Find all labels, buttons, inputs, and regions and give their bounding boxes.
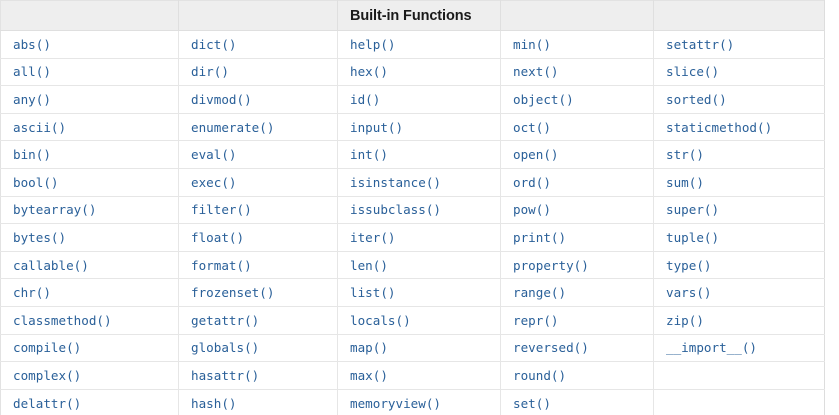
builtin-function-cell[interactable]: tuple() (653, 223, 825, 252)
builtin-function-cell[interactable]: ord() (500, 168, 654, 197)
builtin-function-cell[interactable]: exec() (178, 168, 338, 197)
builtin-function-cell[interactable]: getattr() (178, 306, 338, 335)
builtin-function-cell[interactable]: sum() (653, 168, 825, 197)
builtin-function-cell[interactable]: hash() (178, 389, 338, 415)
table-row: classmethod()getattr()locals()repr()zip(… (0, 306, 825, 335)
table-row: bytes()float()iter()print()tuple() (0, 223, 825, 252)
builtin-function-cell[interactable]: __import__() (653, 334, 825, 363)
builtin-function-cell[interactable]: range() (500, 278, 654, 307)
table-body: abs()dict()help()min()setattr()all()dir(… (0, 30, 825, 415)
builtin-function-cell[interactable]: input() (337, 113, 501, 142)
table-row: abs()dict()help()min()setattr() (0, 30, 825, 59)
table-row: bool()exec()isinstance()ord()sum() (0, 168, 825, 197)
builtin-function-cell[interactable]: all() (0, 58, 179, 87)
builtin-function-cell[interactable]: bytearray() (0, 196, 179, 225)
builtin-function-cell[interactable]: classmethod() (0, 306, 179, 335)
table-row: complex()hasattr()max()round() (0, 361, 825, 390)
builtin-function-cell[interactable]: bytes() (0, 223, 179, 252)
builtin-function-cell[interactable]: id() (337, 85, 501, 114)
builtin-function-cell[interactable]: pow() (500, 196, 654, 225)
builtin-function-cell[interactable]: open() (500, 140, 654, 169)
builtin-function-cell[interactable]: map() (337, 334, 501, 363)
builtin-function-cell[interactable]: chr() (0, 278, 179, 307)
builtin-function-cell[interactable]: iter() (337, 223, 501, 252)
builtin-function-cell[interactable]: filter() (178, 196, 338, 225)
builtin-function-cell[interactable]: sorted() (653, 85, 825, 114)
builtin-function-cell[interactable]: property() (500, 251, 654, 280)
builtin-function-cell[interactable]: object() (500, 85, 654, 114)
table-header-cell-1 (0, 0, 179, 31)
table-row: bytearray()filter()issubclass()pow()supe… (0, 196, 825, 225)
builtin-function-cell[interactable]: delattr() (0, 389, 179, 415)
builtin-function-cell[interactable]: staticmethod() (653, 113, 825, 142)
table-row: all()dir()hex()next()slice() (0, 58, 825, 87)
builtin-function-cell[interactable]: int() (337, 140, 501, 169)
builtin-function-cell[interactable]: vars() (653, 278, 825, 307)
builtin-function-cell[interactable]: globals() (178, 334, 338, 363)
builtin-function-cell[interactable]: frozenset() (178, 278, 338, 307)
builtin-function-cell[interactable]: setattr() (653, 30, 825, 59)
builtin-function-cell[interactable]: complex() (0, 361, 179, 390)
table-header-cell-4 (500, 0, 654, 31)
builtin-function-cell[interactable]: format() (178, 251, 338, 280)
builtin-function-cell[interactable]: eval() (178, 140, 338, 169)
builtin-function-cell[interactable]: hasattr() (178, 361, 338, 390)
builtin-function-cell[interactable]: bin() (0, 140, 179, 169)
builtin-function-cell[interactable]: abs() (0, 30, 179, 59)
builtin-function-cell[interactable]: locals() (337, 306, 501, 335)
builtin-function-cell[interactable]: super() (653, 196, 825, 225)
builtin-function-cell[interactable]: any() (0, 85, 179, 114)
empty-cell (653, 361, 825, 390)
builtin-function-cell[interactable]: divmod() (178, 85, 338, 114)
builtin-function-cell[interactable]: zip() (653, 306, 825, 335)
table-row: any()divmod()id()object()sorted() (0, 85, 825, 114)
builtin-function-cell[interactable]: dir() (178, 58, 338, 87)
builtin-function-cell[interactable]: max() (337, 361, 501, 390)
builtin-function-cell[interactable]: float() (178, 223, 338, 252)
builtin-function-cell[interactable]: help() (337, 30, 501, 59)
builtin-function-cell[interactable]: set() (500, 389, 654, 415)
table-row: compile()globals()map()reversed()__impor… (0, 334, 825, 363)
builtin-function-cell[interactable]: slice() (653, 58, 825, 87)
builtin-function-cell[interactable]: len() (337, 251, 501, 280)
table-header-cell-5 (653, 0, 825, 31)
table-row: callable()format()len()property()type() (0, 251, 825, 280)
builtin-function-cell[interactable]: dict() (178, 30, 338, 59)
builtin-function-cell[interactable]: ascii() (0, 113, 179, 142)
builtin-function-cell[interactable]: print() (500, 223, 654, 252)
table-row: chr()frozenset()list()range()vars() (0, 278, 825, 307)
builtin-function-cell[interactable]: bool() (0, 168, 179, 197)
builtin-function-cell[interactable]: oct() (500, 113, 654, 142)
builtin-function-cell[interactable]: issubclass() (337, 196, 501, 225)
builtin-function-cell[interactable]: callable() (0, 251, 179, 280)
table-row: bin()eval()int()open()str() (0, 140, 825, 169)
table-header: Built-in Functions (0, 0, 825, 31)
builtin-function-cell[interactable]: hex() (337, 58, 501, 87)
builtin-function-cell[interactable]: type() (653, 251, 825, 280)
builtin-function-cell[interactable]: round() (500, 361, 654, 390)
builtin-function-cell[interactable]: enumerate() (178, 113, 338, 142)
builtin-function-cell[interactable]: compile() (0, 334, 179, 363)
table-header-cell-2 (178, 0, 338, 31)
empty-cell (653, 389, 825, 415)
builtin-function-cell[interactable]: list() (337, 278, 501, 307)
builtin-function-cell[interactable]: str() (653, 140, 825, 169)
builtin-function-cell[interactable]: reversed() (500, 334, 654, 363)
builtin-function-cell[interactable]: next() (500, 58, 654, 87)
builtin-function-cell[interactable]: memoryview() (337, 389, 501, 415)
builtin-function-cell[interactable]: min() (500, 30, 654, 59)
builtin-function-cell[interactable]: repr() (500, 306, 654, 335)
builtin-function-cell[interactable]: isinstance() (337, 168, 501, 197)
table-row: delattr()hash()memoryview()set() (0, 389, 825, 415)
table-title-header-cell: Built-in Functions (337, 0, 501, 31)
table-header-row: Built-in Functions (0, 0, 825, 31)
table-row: ascii()enumerate()input()oct()staticmeth… (0, 113, 825, 142)
